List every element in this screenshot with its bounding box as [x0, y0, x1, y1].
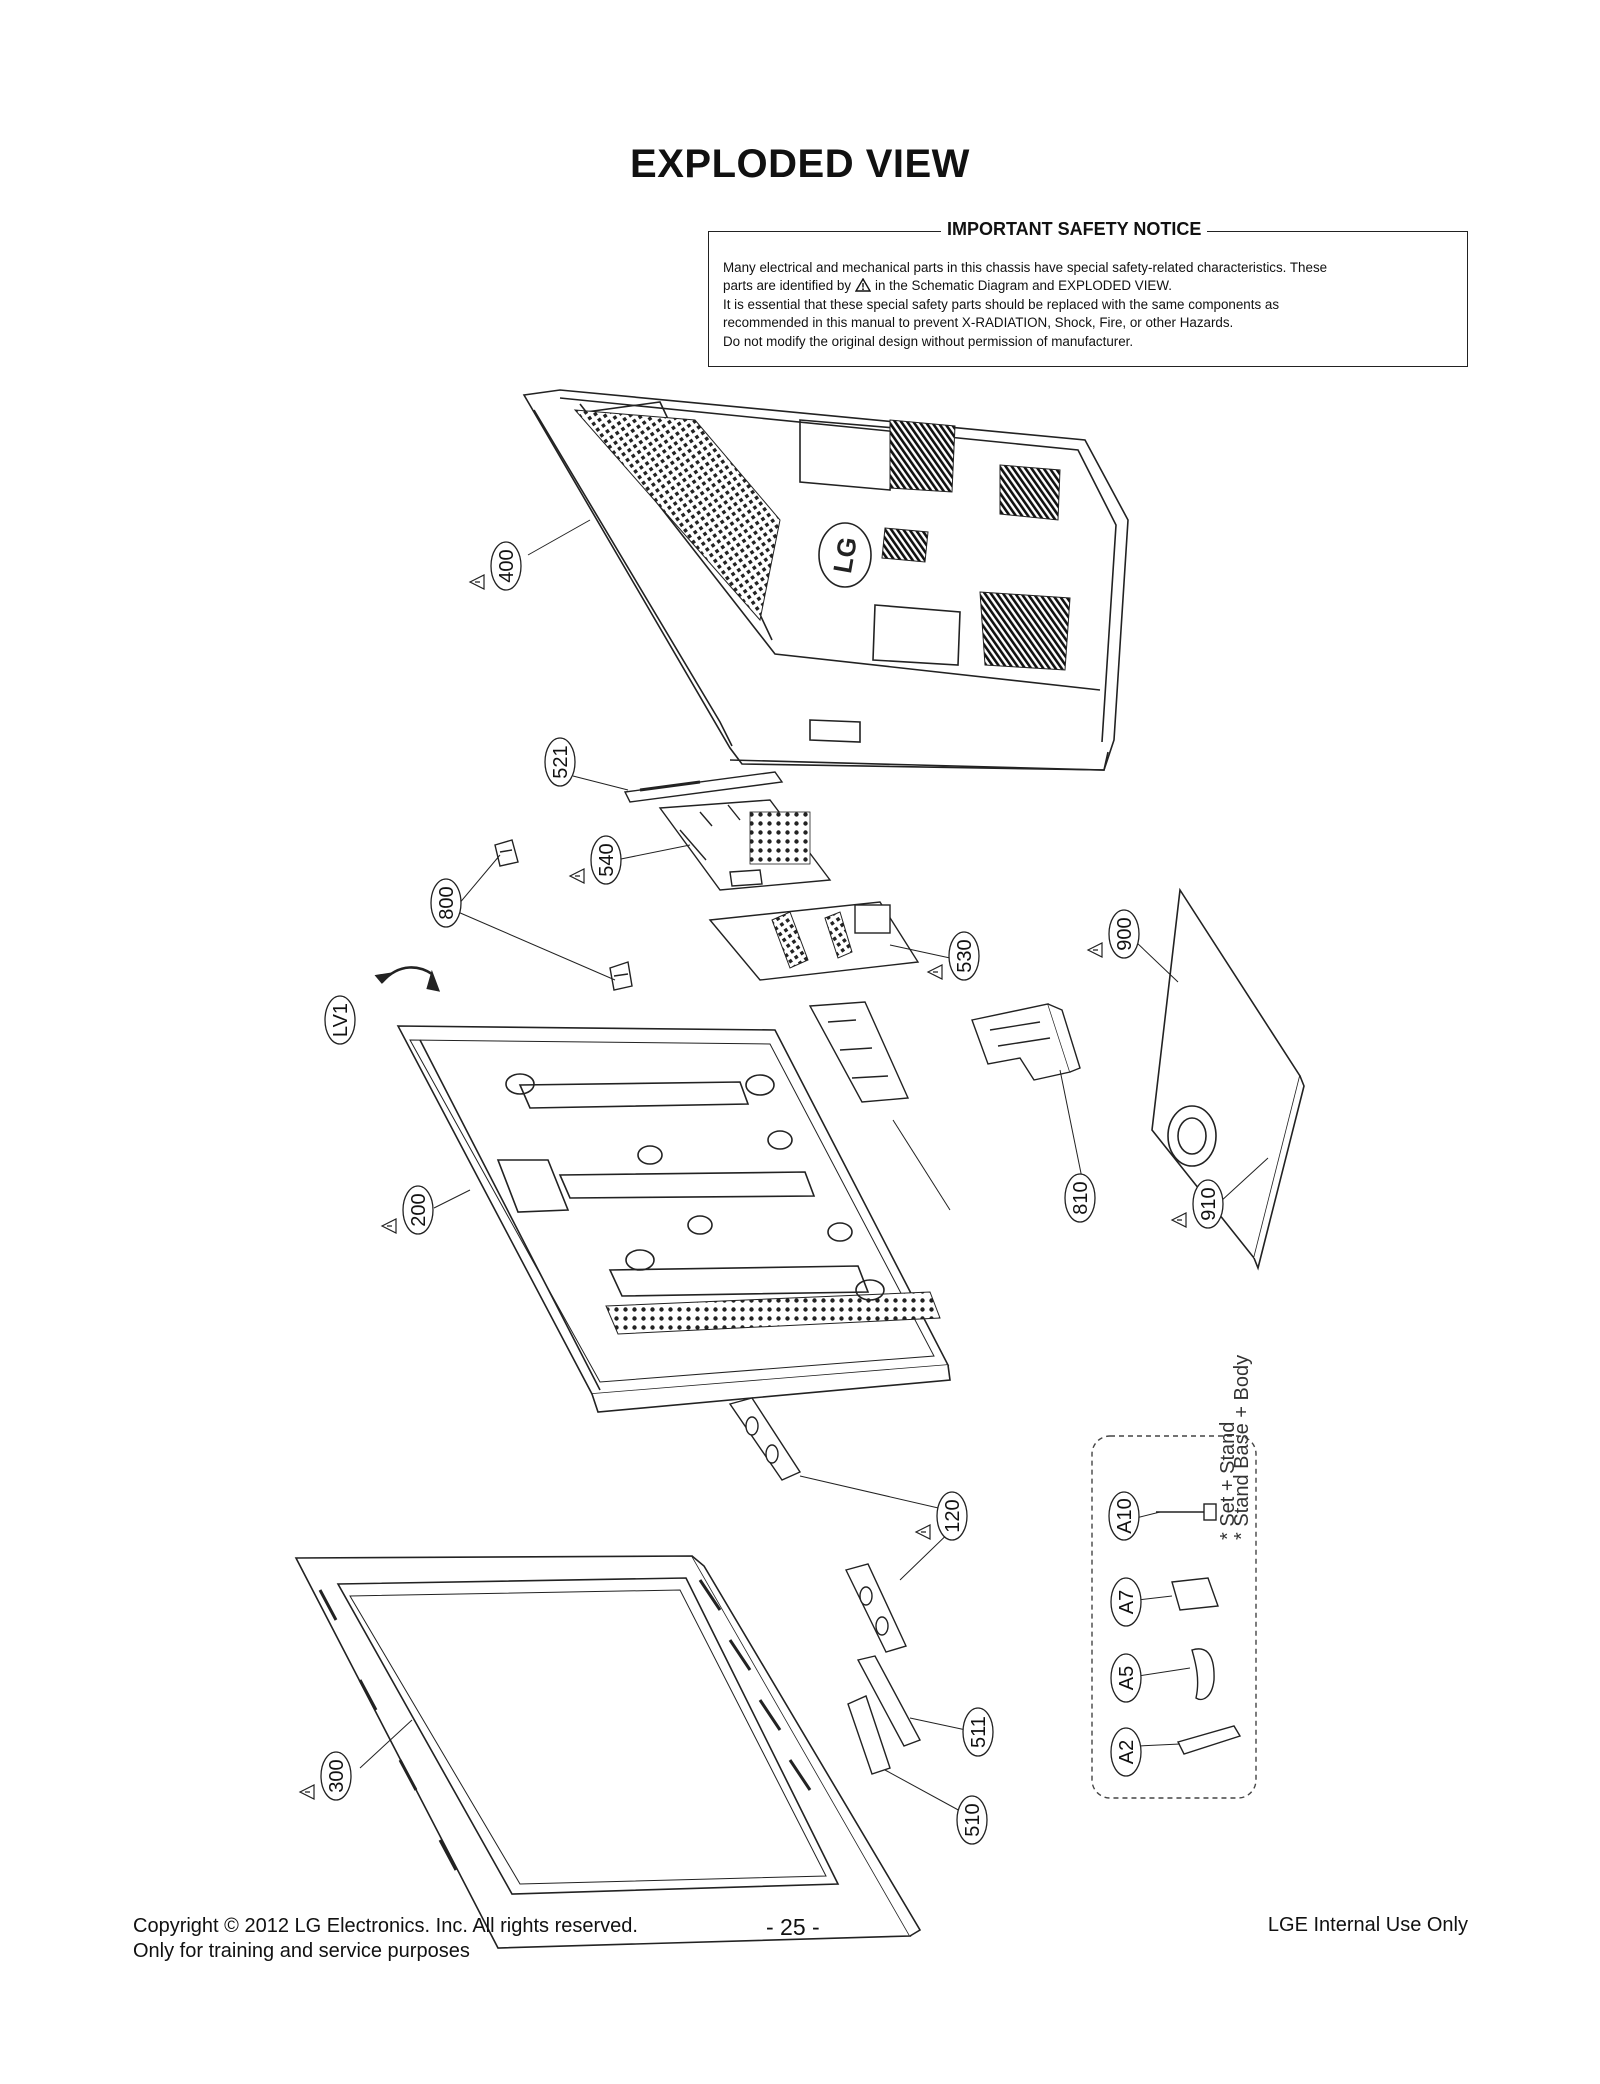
footer-copyright-block: Copyright © 2012 LG Electronics. Inc. Al…	[133, 1914, 638, 1964]
accessory-callout-a5: A5	[1116, 1666, 1138, 1690]
front-cabinet-part	[294, 1555, 922, 1949]
accessory-note-line-2: * Stand Base + Body	[1231, 1355, 1253, 1540]
part-callout-circle-lv1	[324, 995, 356, 1045]
footer-copyright: Copyright © 2012 LG Electronics. Inc. Al…	[133, 1915, 638, 1937]
safety-notice-heading: IMPORTANT SAFETY NOTICE	[941, 219, 1208, 240]
part-callout-circle-540	[590, 835, 622, 885]
warning-triangle-icon-300	[298, 1784, 315, 1800]
accessory-callout-a10: A10	[1114, 1498, 1136, 1534]
accessory-box: * Set + Stand * Stand Base + Body	[1091, 1355, 1257, 1799]
main-board-part	[658, 799, 832, 891]
accessory-callout-circle-a2	[1110, 1727, 1142, 1777]
back-cover-part: LG	[522, 389, 1129, 771]
cable-part	[374, 966, 441, 992]
support-bracket-part	[808, 1001, 910, 1103]
accessory-callout-a2: A2	[1116, 1740, 1138, 1764]
accessory-callout-circle-a7	[1110, 1577, 1142, 1627]
warning-triangle-icon-120	[914, 1524, 931, 1540]
part-callout-circle-810	[1064, 1173, 1096, 1223]
part-callout-540: 540	[596, 843, 618, 876]
label-a5-part	[1191, 1648, 1215, 1701]
safety-notice-line-2-start: parts are identified by	[723, 278, 852, 294]
warning-triangle-icon-400	[468, 574, 485, 590]
part-callout-200: 200	[408, 1193, 430, 1226]
part-callout-120: 120	[942, 1499, 964, 1532]
accessory-callout-a7: A7	[1116, 1590, 1138, 1614]
screw-part	[1156, 1503, 1217, 1521]
warning-triangle-icon-540	[568, 868, 585, 884]
key-board-part	[856, 1655, 921, 1747]
leader-lines	[359, 519, 1269, 1813]
page-title: EXPLODED VIEW	[630, 142, 970, 186]
part-callout-910: 910	[1198, 1187, 1220, 1220]
part-callout-circle-511	[962, 1707, 994, 1757]
warning-triangle-icon-200	[380, 1218, 397, 1234]
safety-notice-line-2: parts are identified by in the Schematic …	[723, 277, 1453, 295]
part-callout-circle-400	[490, 541, 522, 591]
warning-triangle-icon	[855, 278, 872, 293]
footer-purpose: Only for training and service purposes	[133, 1940, 470, 1962]
warning-triangle-icon-900	[1086, 942, 1103, 958]
clip-part-lower	[609, 961, 633, 991]
power-board-part	[708, 901, 920, 981]
stand-base-part	[1151, 887, 1305, 1271]
part-callout-circle-120	[936, 1491, 968, 1541]
ir-board-part	[847, 1695, 891, 1775]
safety-notice-line-5: Do not modify the original design withou…	[723, 333, 1134, 349]
stand-neck-part	[971, 1003, 1081, 1081]
part-callout-lv1: LV1	[330, 1003, 352, 1037]
part-callout-circle-300	[320, 1751, 352, 1801]
part-callout-circle-521	[544, 737, 576, 787]
safety-notice-line-4: recommended in this manual to prevent X-…	[723, 315, 1234, 331]
safety-notice-line-2-end: in the Schematic Diagram and EXPLODED VI…	[875, 278, 1172, 294]
part-callout-circle-510	[956, 1795, 988, 1845]
lg-logo: LG	[827, 535, 863, 576]
safety-notice-line-3: It is essential that these special safet…	[723, 296, 1280, 312]
page-number: - 25 -	[766, 1914, 820, 1940]
part-callout-521: 521	[550, 745, 572, 778]
part-callout-530: 530	[954, 939, 976, 972]
cover-a2-part	[1176, 1725, 1242, 1755]
safety-notice-line-1: Many electrical and mechanical parts in …	[723, 260, 1328, 275]
part-callout-810: 810	[1070, 1181, 1092, 1214]
part-callout-510: 510	[962, 1803, 984, 1836]
clip-part-upper	[494, 839, 519, 867]
safety-notice-box: IMPORTANT SAFETY NOTICE Many electrical …	[708, 219, 1468, 367]
part-callout-circle-530	[948, 931, 980, 981]
warning-triangle-icon-910	[1170, 1212, 1187, 1228]
part-callout-circle-900	[1108, 909, 1140, 959]
part-callout-511: 511	[968, 1716, 990, 1748]
part-callout-800: 800	[436, 886, 458, 919]
accessory-callout-circle-a5	[1110, 1653, 1142, 1703]
safety-notice-body: Many electrical and mechanical parts in …	[723, 259, 1453, 351]
accessory-note-line-1: * Set + Stand	[1217, 1422, 1239, 1540]
part-callout-900: 900	[1114, 917, 1136, 950]
part-callout-400: 400	[496, 549, 518, 582]
speaker-lower-part	[845, 1563, 907, 1653]
chassis-module-part	[396, 1025, 951, 1413]
warning-triangle-icon-530	[926, 964, 943, 980]
part-callout-circle-910	[1192, 1179, 1224, 1229]
bracket-a7-part	[1171, 1577, 1219, 1611]
speaker-upper-part	[728, 1397, 802, 1481]
part-callout-circle-800	[430, 878, 462, 928]
part-callout-300: 300	[326, 1759, 348, 1792]
accessory-callout-circle-a10	[1108, 1491, 1140, 1541]
part-callout-circle-200	[402, 1185, 434, 1235]
rear-bracket-part	[623, 771, 784, 803]
footer-internal-use: LGE Internal Use Only	[1267, 1914, 1468, 1936]
